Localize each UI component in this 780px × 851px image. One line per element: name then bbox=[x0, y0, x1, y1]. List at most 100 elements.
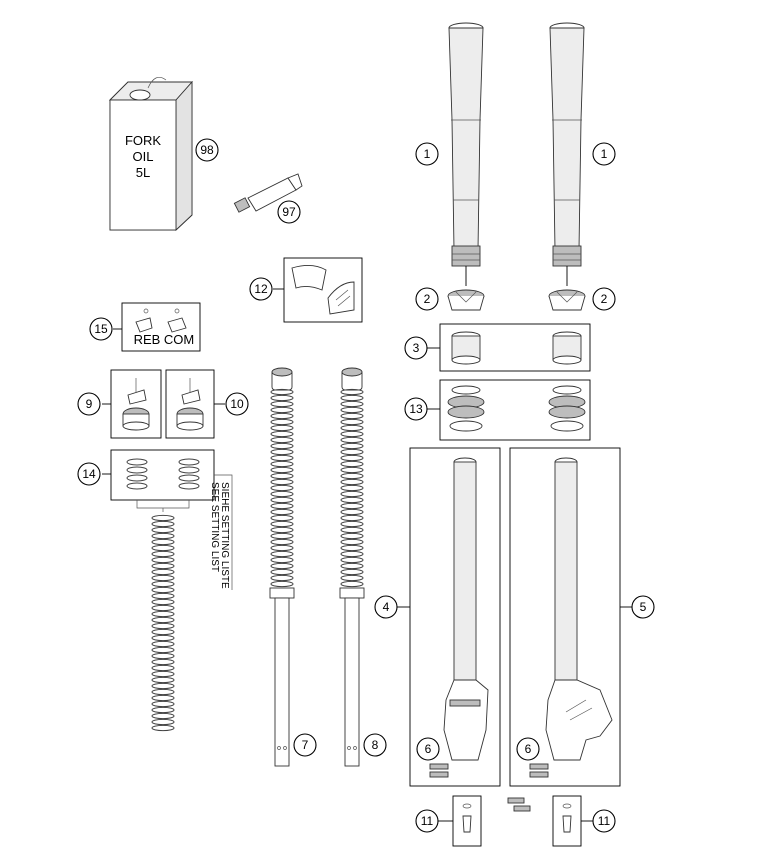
cartridge-7-spring-coil bbox=[270, 556, 294, 564]
cartridge-7-spring-coil bbox=[270, 502, 294, 510]
svg-text:7: 7 bbox=[302, 738, 309, 752]
cartridge-7-spring-coil bbox=[270, 442, 294, 450]
callout-97: 97 bbox=[277, 200, 301, 224]
callout-2: 2 bbox=[592, 287, 616, 311]
dust-seal-left bbox=[447, 289, 485, 311]
fork-spring-coil bbox=[151, 580, 175, 588]
fork-spring-coil bbox=[151, 724, 175, 732]
svg-text:3: 3 bbox=[413, 341, 420, 355]
cartridge-8-spring-coil bbox=[340, 406, 364, 414]
svg-text:2: 2 bbox=[424, 292, 431, 306]
loose-bolts bbox=[507, 797, 531, 812]
fork-spring-coil bbox=[151, 514, 175, 522]
cartridge-7-spring-coil bbox=[270, 400, 294, 408]
cartridge-8-spring-coil bbox=[340, 532, 364, 540]
cartridge-7 bbox=[269, 367, 295, 767]
callout-3: 3 bbox=[404, 336, 428, 360]
fork-spring-coil bbox=[151, 598, 175, 606]
cartridge-7-spring-coil bbox=[270, 388, 294, 396]
cartridge-7-spring-coil bbox=[270, 580, 294, 588]
bushing-left bbox=[451, 331, 481, 365]
seal-box bbox=[439, 379, 591, 441]
cartridge-8-spring-coil bbox=[340, 448, 364, 456]
callout-1: 1 bbox=[415, 142, 439, 166]
cartridge-7-spring-coil bbox=[270, 454, 294, 462]
cartridge-7-spring-coil bbox=[270, 478, 294, 486]
cartridge-8-spring-coil bbox=[340, 496, 364, 504]
svg-text:97: 97 bbox=[282, 205, 296, 219]
fork-spring-coil bbox=[151, 556, 175, 564]
cartridge-8-spring-coil bbox=[340, 556, 364, 564]
seal-set-left bbox=[447, 385, 485, 432]
fork-guard-sticker-box bbox=[283, 257, 363, 323]
reb-label: REB bbox=[134, 332, 161, 347]
cartridge-8-spring-coil bbox=[340, 502, 364, 510]
fork-spring-coil bbox=[151, 646, 175, 654]
cartridge-7-spring-coil bbox=[270, 436, 294, 444]
cartridge-8-spring-coil bbox=[340, 538, 364, 546]
fork-spring-coil bbox=[151, 610, 175, 618]
cartridge-8-spring-coil bbox=[340, 424, 364, 432]
cartridge-8 bbox=[339, 367, 365, 767]
cartridge-8-spring-coil bbox=[340, 484, 364, 492]
bleeder-left bbox=[462, 803, 472, 833]
callout-5: 5 bbox=[631, 595, 655, 619]
fork-spring-coil bbox=[151, 670, 175, 678]
cartridge-8-spring-coil bbox=[340, 454, 364, 462]
fork-spring bbox=[151, 514, 175, 732]
cartridge-8-spring-coil bbox=[340, 544, 364, 552]
bleeder-right bbox=[562, 803, 572, 833]
cartridge-7-spring-coil bbox=[270, 448, 294, 456]
cartridge-7-spring-coil bbox=[270, 520, 294, 528]
svg-text:12: 12 bbox=[254, 282, 268, 296]
callout-1: 1 bbox=[592, 142, 616, 166]
svg-text:98: 98 bbox=[200, 143, 214, 157]
fork-spring-coil bbox=[151, 694, 175, 702]
bushing-box bbox=[439, 323, 591, 372]
cartridge-8-spring-coil bbox=[340, 580, 364, 588]
svg-text:5: 5 bbox=[640, 600, 647, 614]
svg-text:1: 1 bbox=[424, 147, 431, 161]
svg-text:4: 4 bbox=[383, 600, 390, 614]
cartridge-7-spring-coil bbox=[270, 418, 294, 426]
spring-preload-box bbox=[110, 449, 233, 590]
oil-can-label-2: OIL bbox=[133, 149, 154, 164]
svg-text:11: 11 bbox=[421, 814, 434, 828]
callout-4: 4 bbox=[374, 595, 398, 619]
cartridge-7-spring-coil bbox=[270, 490, 294, 498]
callout-9: 9 bbox=[77, 392, 101, 416]
fork-spring-coil bbox=[151, 658, 175, 666]
cartridge-7-spring-coil bbox=[270, 406, 294, 414]
svg-text:6: 6 bbox=[425, 742, 432, 756]
cartridge-7-spring-coil bbox=[270, 484, 294, 492]
cartridge-7-spring-coil bbox=[270, 496, 294, 504]
fork-spring-coil bbox=[151, 700, 175, 708]
cartridge-7-spring-coil bbox=[270, 466, 294, 474]
fork-spring-coil bbox=[151, 532, 175, 540]
inner-tube-left bbox=[429, 457, 489, 778]
fork-spring-coil bbox=[151, 544, 175, 552]
cartridge-8-spring-coil bbox=[340, 490, 364, 498]
fork-spring-coil bbox=[151, 550, 175, 558]
cartridge-8-spring-coil bbox=[340, 436, 364, 444]
fork-spring-coil bbox=[151, 634, 175, 642]
cartridge-7-spring-coil bbox=[270, 412, 294, 420]
cartridge-8-spring-coil bbox=[340, 394, 364, 402]
cartridge-7-spring-coil bbox=[270, 424, 294, 432]
svg-text:15: 15 bbox=[94, 322, 108, 336]
cartridge-7-spring-coil bbox=[270, 514, 294, 522]
callout-6: 6 bbox=[516, 737, 540, 761]
cartridge-8-spring-coil bbox=[340, 460, 364, 468]
callout-6: 6 bbox=[416, 737, 440, 761]
fork-spring-coil bbox=[151, 568, 175, 576]
oil-can-label-1: FORK bbox=[125, 133, 161, 148]
cartridge-7-spring-coil bbox=[270, 544, 294, 552]
callout-8: 8 bbox=[363, 733, 387, 757]
fork-spring-coil bbox=[151, 640, 175, 648]
cartridge-8-spring-coil bbox=[340, 412, 364, 420]
compression-cap-box bbox=[165, 369, 215, 439]
fork-spring-coil bbox=[151, 706, 175, 714]
cartridge-8-spring-coil bbox=[340, 514, 364, 522]
svg-text:8: 8 bbox=[372, 738, 379, 752]
cartridge-8-spring-coil bbox=[340, 550, 364, 558]
